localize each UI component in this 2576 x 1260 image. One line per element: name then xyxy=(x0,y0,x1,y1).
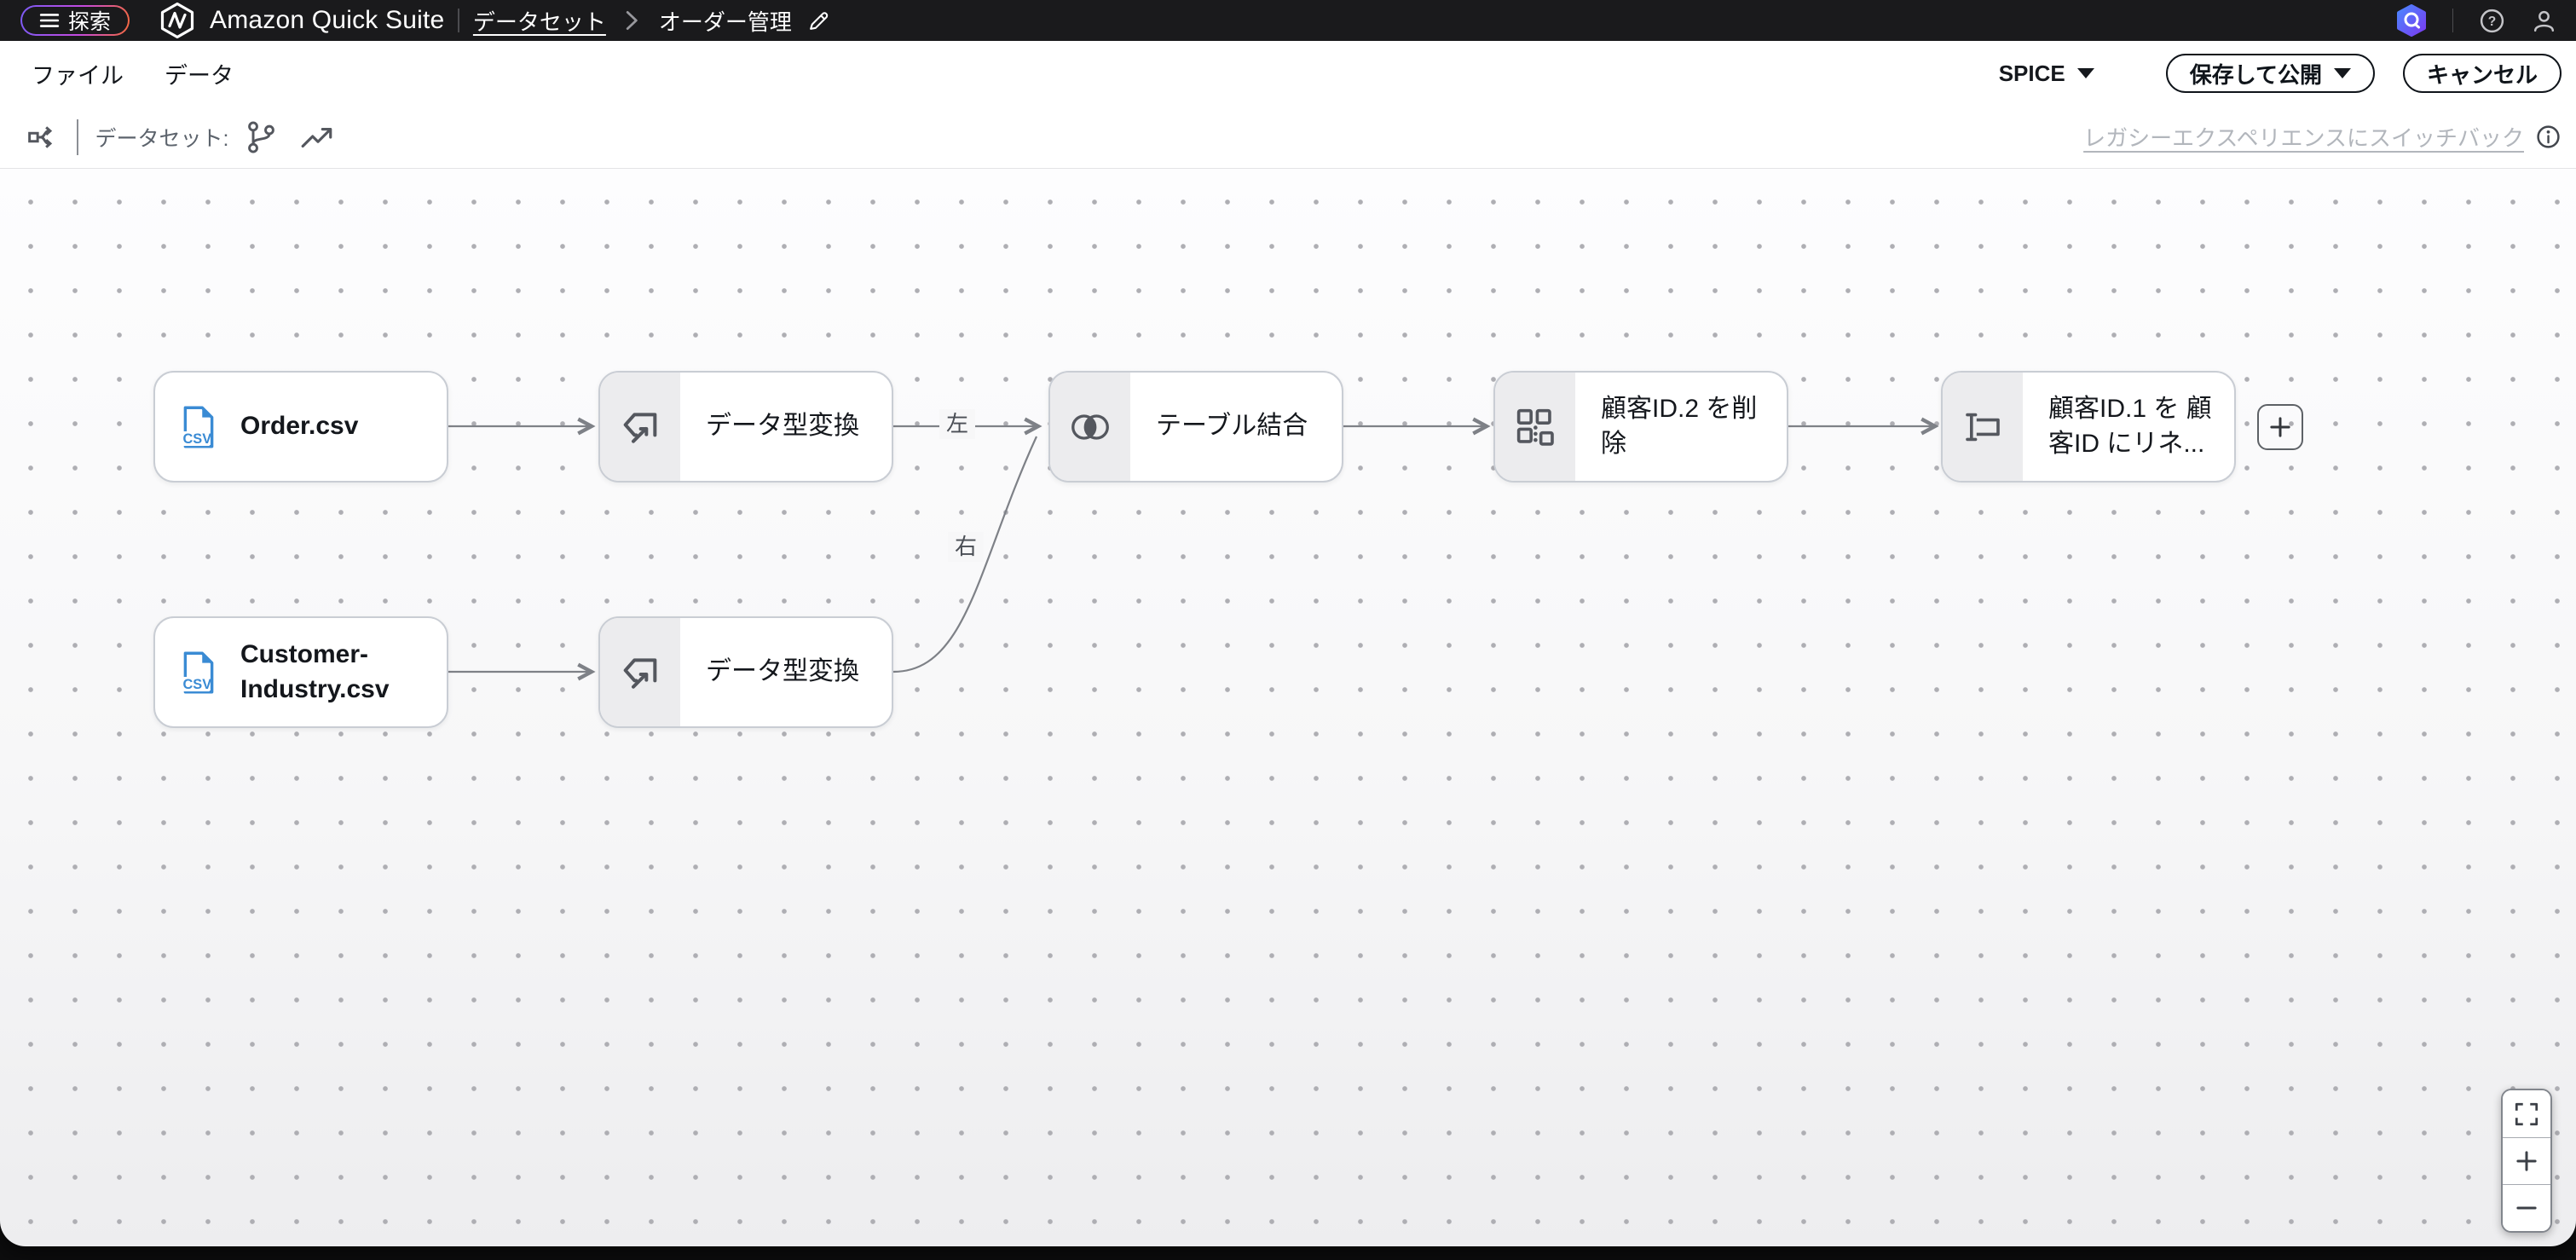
svg-text:CSV: CSV xyxy=(183,677,212,692)
join-right-edge-label: 右 xyxy=(948,532,985,562)
edit-name-pencil-icon[interactable] xyxy=(807,9,830,32)
topbar-divider xyxy=(2452,9,2453,32)
save-publish-button[interactable]: 保存して公開 xyxy=(2165,54,2375,93)
explore-button[interactable]: 探索 xyxy=(20,5,130,36)
rename-icon xyxy=(1943,373,2023,481)
node-customer-industry-csv[interactable]: CSV Customer-Industry.csv xyxy=(153,616,448,728)
plus-icon xyxy=(2270,417,2290,437)
chevron-right-icon xyxy=(625,9,638,32)
flow-canvas[interactable]: 左 右 CSV Order.csv データ型変換 xyxy=(0,169,2576,1246)
dataset-label: データセット: xyxy=(95,126,229,151)
data-type-convert-icon xyxy=(600,373,680,481)
assistant-q-icon[interactable] xyxy=(2396,3,2427,38)
hamburger-icon xyxy=(39,14,60,27)
user-icon[interactable] xyxy=(2531,8,2557,34)
zoom-out-button[interactable] xyxy=(2503,1184,2550,1231)
info-icon[interactable] xyxy=(2536,124,2561,149)
node-label: Customer-Industry.csv xyxy=(240,640,390,703)
dataset-toolbar: データセット: レガシーエクスペリエンスにスイッチバック xyxy=(0,106,2576,169)
node-label: 顧客ID.1 を 顧客ID にリネ... xyxy=(2048,395,2212,458)
node-order-csv[interactable]: CSV Order.csv xyxy=(153,371,448,483)
node-data-type-convert-1[interactable]: データ型変換 xyxy=(598,371,893,483)
node-data-type-convert-2[interactable]: データ型変換 xyxy=(598,616,893,728)
cancel-label: キャンセル xyxy=(2426,61,2538,88)
quick-suite-logo-icon[interactable] xyxy=(159,2,196,39)
spice-dropdown[interactable]: SPICE xyxy=(1999,61,2094,87)
csv-file-icon: CSV xyxy=(179,404,218,450)
fit-to-screen-button[interactable] xyxy=(2503,1090,2550,1137)
breadcrumb-page-title: オーダー管理 xyxy=(658,9,792,35)
node-rename-column[interactable]: 顧客ID.1 を 顧客ID にリネ... xyxy=(1941,371,2236,483)
breadcrumb-dataset-link[interactable]: データセット xyxy=(472,9,606,35)
help-icon[interactable]: ? xyxy=(2479,8,2505,34)
flow-share-icon[interactable] xyxy=(26,121,61,153)
menu-bar: ファイル データ SPICE 保存して公開 キャンセル xyxy=(0,41,2576,106)
explore-label: 探索 xyxy=(68,10,112,34)
node-label: 顧客ID.2 を削除 xyxy=(1601,395,1758,458)
zoom-in-button[interactable] xyxy=(2503,1137,2550,1184)
svg-text:?: ? xyxy=(2488,14,2496,29)
minus-icon xyxy=(2516,1206,2537,1210)
topbar-divider xyxy=(458,9,459,32)
node-label: データ型変換 xyxy=(706,657,859,686)
trend-chart-icon[interactable] xyxy=(299,122,335,153)
chevron-down-icon xyxy=(2076,68,2094,78)
svg-text:CSV: CSV xyxy=(183,431,212,447)
data-type-convert-icon xyxy=(600,618,680,726)
zoom-controls xyxy=(2501,1089,2552,1233)
chevron-down-icon xyxy=(2333,68,2351,78)
cancel-button[interactable]: キャンセル xyxy=(2402,54,2562,93)
legacy-experience-link[interactable]: レガシーエクスペリエンスにスイッチバック xyxy=(2083,125,2524,151)
save-publish-label: 保存して公開 xyxy=(2189,61,2322,88)
drop-column-icon xyxy=(1495,373,1575,481)
flow-view-branch-icon[interactable] xyxy=(245,120,277,154)
menu-data[interactable]: データ xyxy=(165,62,234,89)
join-left-edge-label: 左 xyxy=(939,409,976,439)
spice-label: SPICE xyxy=(1998,60,2065,86)
toolbar-divider xyxy=(77,118,78,155)
node-drop-column[interactable]: 顧客ID.2 を削除 xyxy=(1493,371,1788,483)
menu-file[interactable]: ファイル xyxy=(32,62,124,89)
csv-file-icon: CSV xyxy=(179,650,218,696)
join-icon xyxy=(1050,373,1130,481)
node-label: データ型変換 xyxy=(706,412,859,441)
plus-icon xyxy=(2516,1151,2537,1171)
top-app-bar: 探索 Amazon Quick Suite データセット オーダー管理 xyxy=(0,0,2576,41)
node-label: Order.csv xyxy=(240,412,359,441)
edge-convert-to-join-right xyxy=(892,436,1037,673)
node-table-join[interactable]: テーブル結合 xyxy=(1048,371,1343,483)
add-step-button[interactable] xyxy=(2257,404,2303,450)
node-label: テーブル結合 xyxy=(1156,412,1308,441)
app-title: Amazon Quick Suite xyxy=(210,6,445,34)
fit-screen-icon xyxy=(2515,1102,2538,1125)
